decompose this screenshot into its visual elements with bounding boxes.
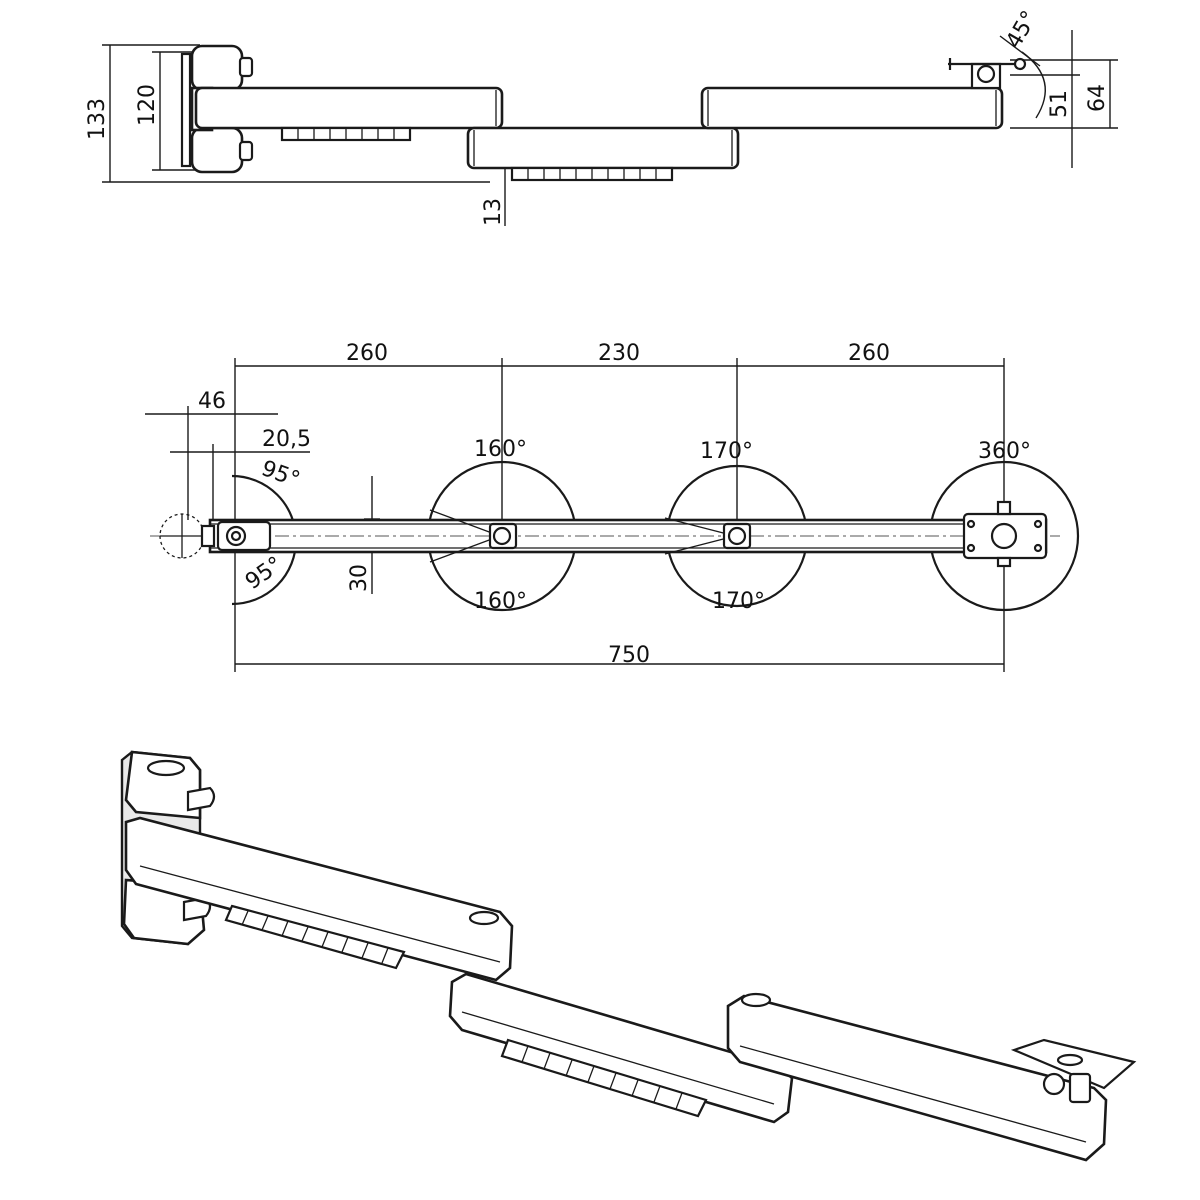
top-joints (488, 522, 752, 550)
angle-joint-2-top: 170° (700, 439, 753, 464)
dim-arm-width: 30 (347, 564, 372, 592)
top-view: 260 230 260 46 20,5 95° 95° 160° 160° 17… (145, 341, 1080, 672)
top-head-plate (962, 500, 1048, 568)
dim-overall-height: 133 (85, 98, 110, 140)
angle-wall-top: 95° (258, 456, 303, 493)
dim-tilt-angle: 45° (1002, 7, 1043, 53)
angle-joint-1-bottom: 160° (474, 589, 527, 614)
side-view-dimension-lines (102, 30, 1118, 226)
angle-wall-bottom: 95° (241, 552, 287, 595)
dim-arm-3: 260 (848, 341, 890, 366)
angle-joint-2-bottom: 170° (712, 589, 765, 614)
dim-bottom-offset: 13 (481, 198, 506, 226)
isometric-view (120, 750, 1137, 1162)
angle-head: 360° (978, 439, 1031, 464)
side-view: 133 120 13 45° 51 64 (85, 7, 1118, 226)
dim-offset-46: 46 (198, 389, 226, 414)
iso-head-plate (1010, 1038, 1137, 1104)
iso-arm-2 (448, 972, 794, 1124)
top-wall-clamp (159, 513, 272, 559)
dim-total-length: 750 (608, 643, 650, 668)
dim-plate-offset: 51 (1047, 90, 1072, 118)
dim-plate-height: 64 (1085, 84, 1110, 112)
iso-clip-2 (500, 1038, 708, 1118)
angle-joint-1-top: 160° (474, 437, 527, 462)
side-tilt-head (948, 57, 1027, 90)
iso-arm-3 (726, 992, 1108, 1162)
iso-arm-1 (124, 816, 514, 982)
top-arm-bar (150, 509, 1060, 563)
side-arms (194, 86, 1004, 170)
iso-clip-1 (224, 904, 406, 970)
dim-offset-20-5: 20,5 (262, 427, 311, 452)
side-cable-clips (280, 126, 674, 182)
dim-arm-1: 260 (346, 341, 388, 366)
dim-clamp-height: 120 (135, 84, 160, 126)
top-view-dimension-lines (145, 358, 1005, 672)
dim-arm-2: 230 (598, 341, 640, 366)
